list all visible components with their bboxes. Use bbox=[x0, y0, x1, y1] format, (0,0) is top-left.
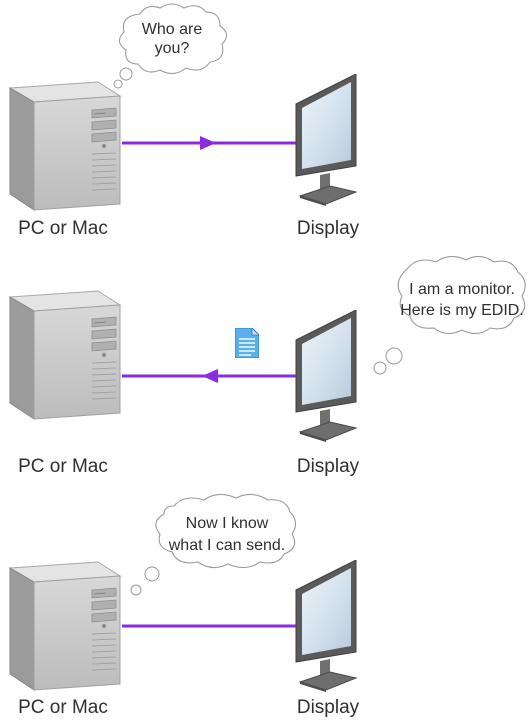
bubble-line-1: Now I know bbox=[186, 515, 269, 532]
arrow-right-icon bbox=[200, 136, 216, 150]
thought-bubble-now-i-know: Now I know what I can send. bbox=[130, 493, 297, 596]
step-3: Now I know what I can send. PC or Mac Di… bbox=[9, 493, 360, 718]
pc-tower-icon bbox=[9, 290, 121, 420]
step-2: I am a monitor. Here is my EDID. PC or M… bbox=[9, 255, 526, 477]
display-label: Display bbox=[297, 456, 360, 477]
pc-tower-icon bbox=[9, 561, 121, 691]
bubble-line-1: Who are bbox=[142, 21, 203, 38]
monitor-icon bbox=[295, 560, 357, 692]
bubble-line-2: you? bbox=[155, 40, 190, 57]
pc-label: PC or Mac bbox=[18, 456, 108, 477]
bubble-line-1: I am a monitor. bbox=[409, 281, 515, 298]
monitor-icon bbox=[295, 310, 357, 442]
pc-label: PC or Mac bbox=[18, 697, 108, 718]
thought-bubble-who-are-you: Who are you? bbox=[113, 3, 228, 89]
connector-display-to-pc bbox=[122, 369, 296, 383]
display-label: Display bbox=[297, 218, 360, 239]
edid-document-icon bbox=[235, 328, 259, 358]
display-label: Display bbox=[297, 697, 360, 718]
connector-pc-to-display bbox=[122, 136, 296, 150]
pc-tower-icon bbox=[9, 81, 121, 211]
step-1: Who are you? PC or Mac Display bbox=[9, 3, 360, 239]
monitor-icon bbox=[295, 74, 357, 206]
thought-bubble-edid: I am a monitor. Here is my EDID. bbox=[373, 255, 526, 375]
bubble-line-2: Here is my EDID. bbox=[400, 302, 524, 319]
bubble-line-2: what I can send. bbox=[168, 537, 286, 554]
arrow-left-icon bbox=[202, 369, 218, 383]
pc-label: PC or Mac bbox=[18, 218, 108, 239]
